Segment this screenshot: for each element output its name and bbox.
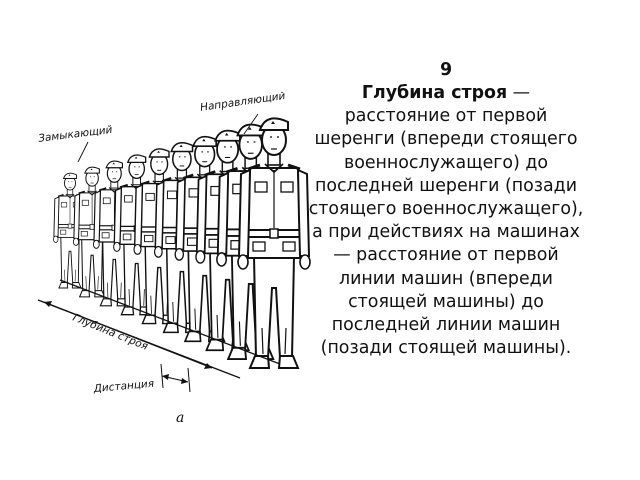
label-closer: Замыкающий <box>38 124 114 145</box>
depth-arrow-line <box>43 301 213 369</box>
distance-tick-left <box>160 363 164 389</box>
label-depth: Глубина строя <box>71 312 150 353</box>
label-letter: а <box>176 410 184 426</box>
soldiers-group <box>53 117 311 369</box>
distance-arrow-head-start <box>162 374 169 380</box>
soldier-figure <box>237 117 311 369</box>
definition-text-block: 9 Глубина строя — расстояние от первой ш… <box>308 58 584 360</box>
depth-arrow-head-start <box>44 301 52 307</box>
term-heading: Глубина строя <box>361 83 508 103</box>
label-leader: Направляющий <box>199 92 286 114</box>
distance-tick-right <box>187 367 191 393</box>
closer-pointer <box>77 141 89 163</box>
distance-arrow-head-end <box>181 378 188 384</box>
soldiers-column-illustration: Направляющий Замыкающий Глубина строя Ди… <box>38 92 311 426</box>
depth-arrow-head-end <box>204 363 212 369</box>
ground-line-back <box>59 279 281 365</box>
label-distance: Дистанция <box>92 378 154 395</box>
column-formation-figure: Направляющий Замыкающий Глубина строя Ди… <box>30 92 320 437</box>
leader-pointer <box>243 113 259 135</box>
definition-body: — расстояние от первой шеренги (впереди … <box>308 83 584 359</box>
slide-number: 9 <box>439 60 453 80</box>
